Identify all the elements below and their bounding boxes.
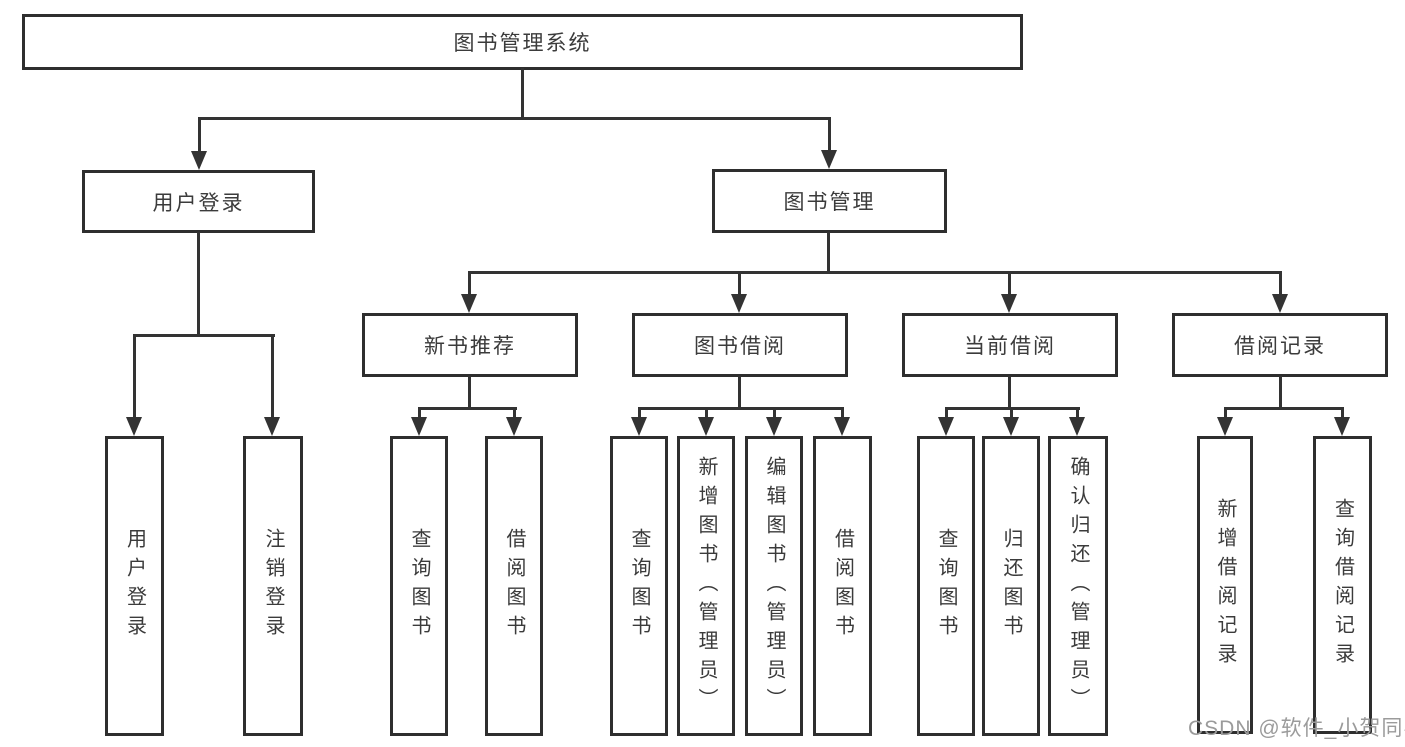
leaf-borrow-book-1: 借阅图书 bbox=[485, 436, 543, 736]
connector-line bbox=[468, 376, 471, 410]
leaf-query-book-2: 查询图书 bbox=[610, 436, 668, 736]
leaf-add-borrow-record-label: 新增借阅记录 bbox=[1214, 498, 1236, 672]
connector-line bbox=[198, 117, 831, 120]
leaf-query-book-3-label: 查询图书 bbox=[935, 528, 957, 644]
connector-line bbox=[197, 232, 200, 336]
arrowhead bbox=[938, 417, 954, 436]
connector-line bbox=[1010, 407, 1013, 421]
leaf-confirm-return: 确认归还（管理员） bbox=[1048, 436, 1108, 736]
connector-line bbox=[773, 407, 776, 421]
arrowhead bbox=[631, 417, 647, 436]
arrowhead bbox=[1217, 417, 1233, 436]
leaf-borrow-book-2: 借阅图书 bbox=[813, 436, 872, 736]
connector-line bbox=[133, 334, 136, 422]
leaf-user-login: 用户登录 bbox=[105, 436, 164, 736]
node-borrow-records-label: 借阅记录 bbox=[1234, 335, 1326, 358]
node-book-borrow-label: 图书借阅 bbox=[694, 335, 786, 358]
node-new-book-rec-label: 新书推荐 bbox=[424, 335, 516, 358]
connector-line bbox=[1224, 407, 1344, 410]
connector-line bbox=[1279, 271, 1282, 297]
leaf-return-book: 归还图书 bbox=[982, 436, 1040, 736]
arrowhead bbox=[1334, 417, 1350, 436]
connector-line bbox=[1279, 376, 1282, 410]
arrowhead bbox=[506, 417, 522, 436]
connector-line bbox=[1224, 407, 1227, 421]
node-book-borrow: 图书借阅 bbox=[632, 313, 848, 377]
node-current-borrow: 当前借阅 bbox=[902, 313, 1118, 377]
leaf-add-book-label: 新增图书（管理员） bbox=[695, 455, 717, 717]
connector-line bbox=[1008, 376, 1011, 410]
connector-line bbox=[521, 68, 524, 119]
leaf-borrow-book-1-label: 借阅图书 bbox=[503, 528, 525, 644]
leaf-logout: 注销登录 bbox=[243, 436, 303, 736]
connector-line bbox=[468, 271, 1282, 274]
node-user-login: 用户登录 bbox=[82, 170, 315, 233]
connector-line bbox=[468, 271, 471, 297]
connector-line bbox=[638, 407, 641, 421]
arrowhead bbox=[834, 417, 850, 436]
node-book-mgmt: 图书管理 bbox=[712, 169, 947, 233]
leaf-logout-label: 注销登录 bbox=[262, 528, 284, 644]
arrowhead bbox=[411, 417, 427, 436]
arrowhead bbox=[1069, 417, 1085, 436]
arrowhead bbox=[1003, 417, 1019, 436]
connector-line bbox=[1008, 271, 1011, 297]
connector-line bbox=[418, 407, 517, 410]
connector-line bbox=[271, 334, 274, 422]
leaf-query-borrow-record: 查询借阅记录 bbox=[1313, 436, 1372, 734]
connector-line bbox=[198, 117, 201, 153]
arrowhead bbox=[766, 417, 782, 436]
node-root-label: 图书管理系统 bbox=[453, 32, 592, 55]
leaf-borrow-book-2-label: 借阅图书 bbox=[831, 528, 854, 644]
arrowhead bbox=[821, 150, 837, 169]
connector-line bbox=[705, 407, 708, 421]
connector-line bbox=[418, 407, 421, 421]
connector-line bbox=[827, 232, 830, 274]
leaf-edit-book-label: 编辑图书（管理员） bbox=[763, 455, 785, 717]
arrowhead bbox=[264, 417, 280, 436]
node-borrow-records: 借阅记录 bbox=[1172, 313, 1388, 377]
leaf-query-book-2-label: 查询图书 bbox=[628, 528, 650, 644]
arrowhead bbox=[698, 417, 714, 436]
arrowhead bbox=[126, 417, 142, 436]
node-user-login-label: 用户登录 bbox=[152, 191, 245, 215]
leaf-confirm-return-label: 确认归还（管理员） bbox=[1067, 455, 1089, 717]
arrowhead bbox=[461, 294, 477, 313]
arrowhead bbox=[1272, 294, 1288, 313]
arrowhead bbox=[191, 151, 207, 170]
connector-line bbox=[133, 334, 275, 337]
connector-line bbox=[1341, 407, 1344, 421]
connector-line bbox=[841, 407, 844, 421]
leaf-user-login-label: 用户登录 bbox=[123, 528, 146, 644]
node-current-borrow-label: 当前借阅 bbox=[964, 335, 1056, 358]
connector-line bbox=[513, 407, 516, 421]
leaf-edit-book: 编辑图书（管理员） bbox=[745, 436, 803, 736]
csdn-watermark: CSDN @软件_小贺同学 bbox=[1188, 717, 1405, 740]
leaf-add-borrow-record: 新增借阅记录 bbox=[1197, 436, 1253, 734]
leaf-query-book-3: 查询图书 bbox=[917, 436, 975, 736]
node-root: 图书管理系统 bbox=[22, 14, 1023, 70]
leaf-add-book: 新增图书（管理员） bbox=[677, 436, 735, 736]
leaf-query-book-1: 查询图书 bbox=[390, 436, 448, 736]
leaf-return-book-label: 归还图书 bbox=[1000, 528, 1022, 644]
arrowhead bbox=[731, 294, 747, 313]
node-new-book-rec: 新书推荐 bbox=[362, 313, 578, 377]
arrowhead bbox=[1001, 294, 1017, 313]
leaf-query-book-1-label: 查询图书 bbox=[408, 528, 430, 644]
connector-line bbox=[828, 117, 831, 151]
connector-line bbox=[638, 407, 844, 410]
node-book-mgmt-label: 图书管理 bbox=[783, 191, 876, 214]
leaf-query-borrow-record-label: 查询借阅记录 bbox=[1331, 498, 1354, 672]
connector-line bbox=[738, 271, 741, 297]
connector-line bbox=[945, 407, 948, 421]
connector-line bbox=[738, 376, 741, 410]
connector-line bbox=[1076, 407, 1079, 421]
